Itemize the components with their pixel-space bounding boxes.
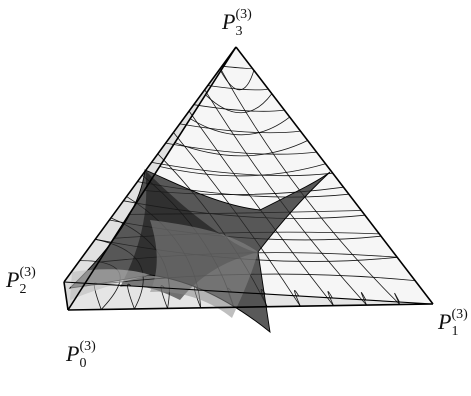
mesh-line <box>205 93 273 114</box>
vertex-label-p0: P0(3) <box>65 339 96 371</box>
mesh-line <box>193 104 285 112</box>
mesh-line <box>207 85 269 91</box>
mesh-line <box>151 162 333 177</box>
saddle-surface-grey <box>150 220 258 318</box>
mesh-line <box>327 291 334 306</box>
edge-p0-p3 <box>67 46 237 311</box>
mesh-line <box>294 290 301 307</box>
edge-p1-p3 <box>235 46 434 305</box>
vertex-label-p2: P2(3) <box>5 265 36 297</box>
edge-p0-p2 <box>63 281 69 311</box>
mesh-line <box>165 142 317 155</box>
edge-p1-p2 <box>63 281 434 305</box>
mesh-line <box>360 292 367 306</box>
mesh-line <box>394 292 401 305</box>
edge-p2-p3 <box>63 46 237 283</box>
mesh-line <box>220 70 255 91</box>
vertex-label-p3: P3(3) <box>221 7 252 39</box>
mesh-line <box>179 123 301 134</box>
mesh-line <box>174 140 308 157</box>
tetrahedron-edges <box>63 46 434 311</box>
mesh-line <box>189 116 290 136</box>
vertex-label-p1: P1(3) <box>437 307 468 339</box>
edge-p0-p1 <box>67 303 434 311</box>
mesh-line <box>159 163 326 177</box>
